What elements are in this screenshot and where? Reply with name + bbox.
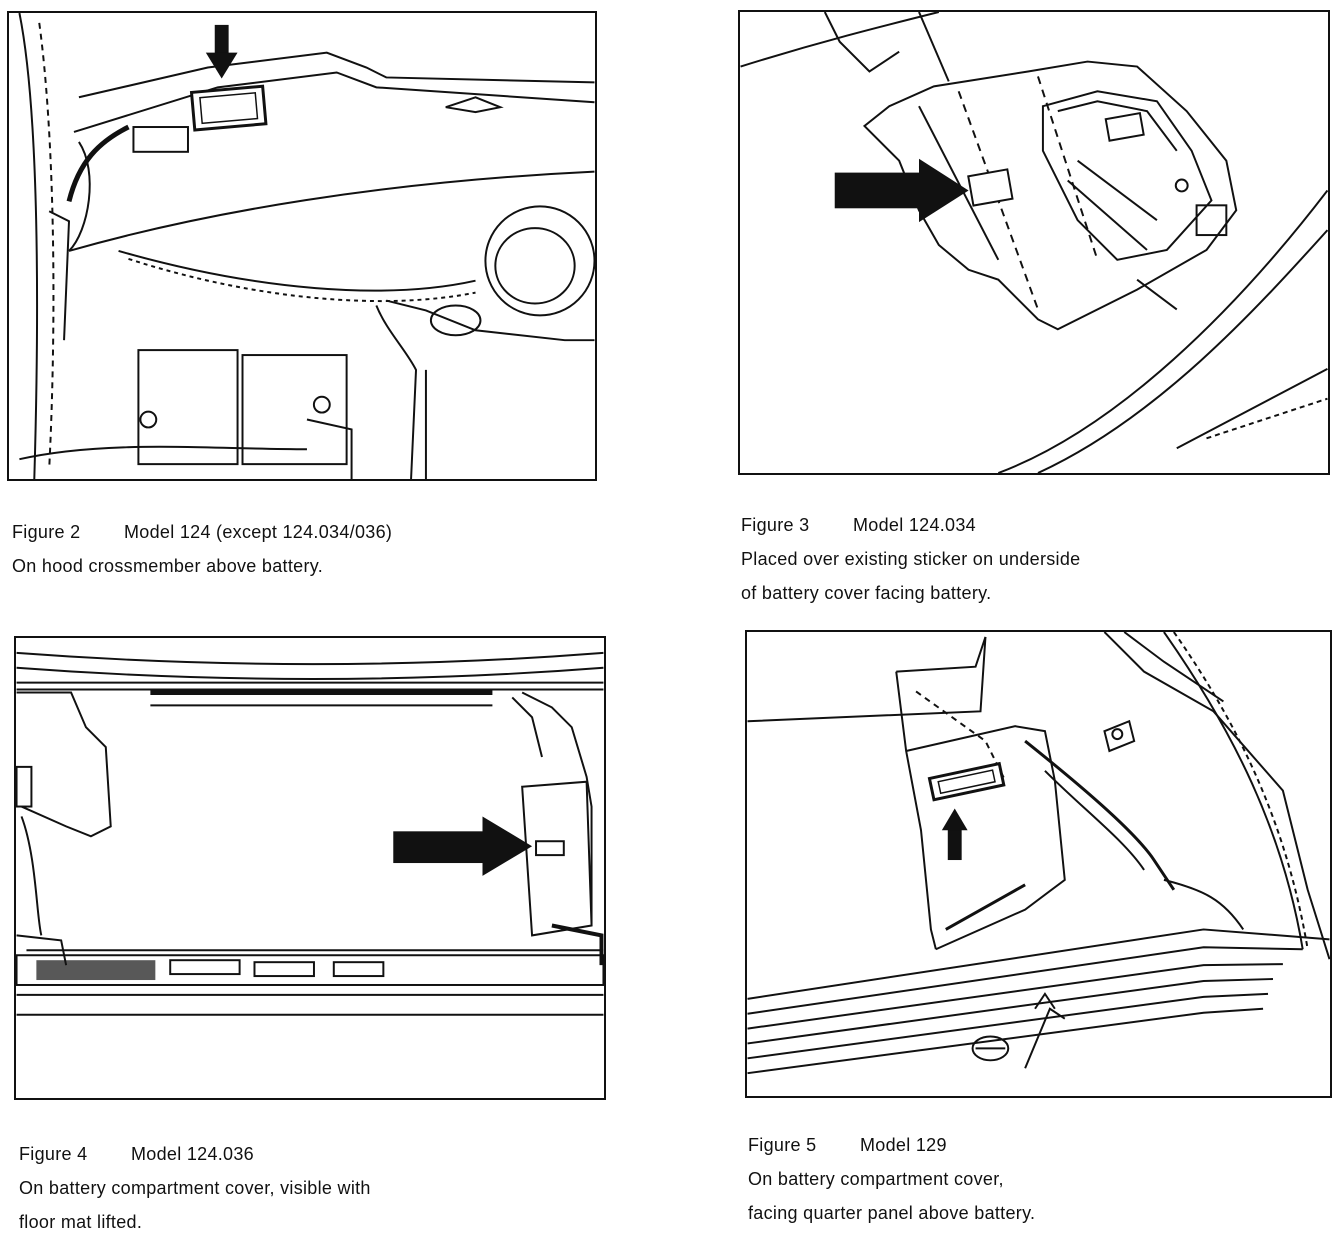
hood-crossmember-drawing: [18, 13, 595, 479]
figure-model: Model 124.036: [131, 1144, 254, 1164]
arrow-icon: [393, 816, 533, 876]
figure-2-illustration: [7, 11, 597, 481]
figure-number: Figure 3: [741, 515, 810, 535]
figure-description-line-2: facing quarter panel above battery.: [748, 1203, 1036, 1223]
figure-description-line-1: On battery compartment cover,: [748, 1169, 1004, 1189]
figure-description-line-2: floor mat lifted.: [19, 1212, 143, 1232]
figure-description: On hood crossmember above battery.: [12, 556, 324, 576]
quarter-panel-drawing: [747, 632, 1330, 1075]
figure-3-caption: Figure 3 Model 124.034 Placed over existi…: [741, 508, 1080, 610]
figure-4-caption: Figure 4 Model 124.036 On battery compart…: [19, 1137, 371, 1239]
figure-number: Figure 2: [12, 522, 81, 542]
figure-2-caption: Figure 2 Model 124 (except 124.034/036) O…: [12, 515, 392, 583]
figure-description-line-1: Placed over existing sticker on undersid…: [741, 549, 1081, 569]
figure-description-line-1: On battery compartment cover, visible wi…: [19, 1178, 371, 1198]
figure-4-illustration: [14, 636, 606, 1100]
label-sticker-icon: [927, 761, 1006, 802]
label-sticker-icon: [189, 84, 268, 132]
arrow-icon: [941, 808, 968, 861]
figure-model: Model 129: [860, 1135, 947, 1155]
trunk-floor-drawing: [16, 651, 604, 1016]
figure-number: Figure 5: [748, 1135, 817, 1155]
figure-number: Figure 4: [19, 1144, 88, 1164]
figure-model: Model 124.034: [853, 515, 976, 535]
figure-5-illustration: [745, 630, 1332, 1098]
arrow-icon: [205, 24, 238, 79]
figure-model: Model 124 (except 124.034/036): [124, 522, 393, 542]
figure-description-line-2: of battery cover facing battery.: [741, 583, 992, 603]
figure-3-illustration: [738, 10, 1330, 475]
figure-5-caption: Figure 5 Model 129 On battery compartment…: [748, 1128, 1035, 1230]
arrow-icon: [834, 158, 969, 223]
